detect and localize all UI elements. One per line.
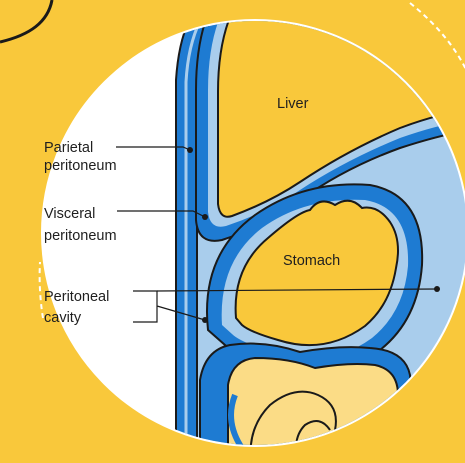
visceral-label-line2: peritoneum [44,228,117,244]
liver-label: Liver [277,96,309,112]
cavity-label-line1: Peritoneal [44,289,109,305]
cavity-pointer-dot-left [202,317,208,323]
parietal-pointer-dot [187,147,193,153]
visceral-pointer-dot [202,214,208,220]
visceral-label-line1: Visceral [44,206,95,222]
stomach-label: Stomach [283,253,340,269]
parietal-label-line2: peritoneum [44,158,117,174]
cavity-label-line2: cavity [44,310,82,326]
parietal-label-line1: Parietal [44,140,93,156]
cavity-pointer-dot-right [434,286,440,292]
